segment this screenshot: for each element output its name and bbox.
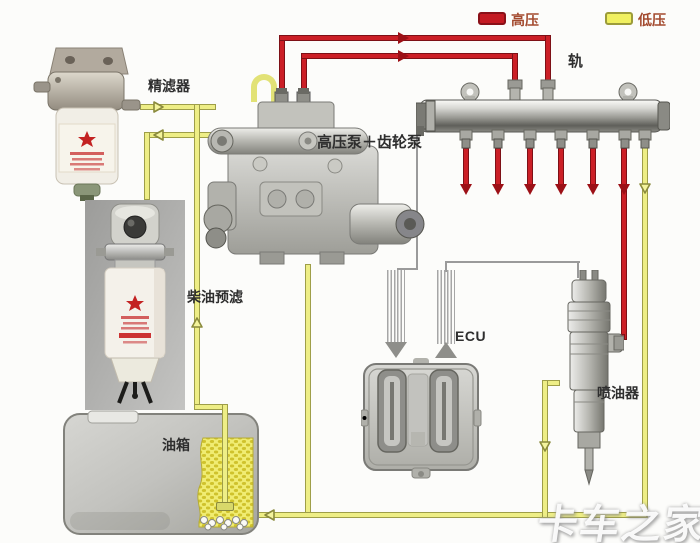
ecu-harness-left bbox=[387, 270, 405, 344]
flow-arrow-down-cyl6-icon bbox=[618, 184, 630, 195]
pipe-pump-overflow-return bbox=[305, 264, 311, 516]
flow-arrow-left-into-tank-icon bbox=[264, 509, 275, 521]
flow-arrow-down-injector-return-icon bbox=[539, 441, 551, 452]
wire-rail-sensor bbox=[416, 134, 418, 270]
wire-rail-sensor-jog bbox=[397, 268, 418, 270]
pipe-hp-2-horizontal bbox=[301, 53, 517, 59]
pipe-tank-pickup-tube bbox=[222, 404, 228, 504]
flow-arrow-down-cyl3-icon bbox=[524, 184, 536, 195]
fuel-tank-photo bbox=[63, 410, 259, 535]
flow-arrow-down-rail-return-icon bbox=[639, 183, 651, 194]
rail-photo bbox=[416, 79, 670, 149]
label-pre-filter: 柴油预滤 bbox=[187, 289, 243, 305]
flow-arrow-left-lowpressure-icon bbox=[153, 129, 164, 141]
label-pump: 高压泵＋齿轮泵 bbox=[317, 134, 423, 151]
flow-arrow-down-cyl4-icon bbox=[555, 184, 567, 195]
wire-injector-drop bbox=[577, 261, 579, 278]
pipe-pump-top-loop bbox=[251, 74, 277, 102]
injector-photo bbox=[567, 270, 624, 486]
label-fine-filter: 精滤器 bbox=[148, 78, 190, 94]
flow-arrow-down-cyl1-icon bbox=[460, 184, 472, 195]
legend-low-pressure-swatch bbox=[605, 12, 633, 25]
ecu-photo bbox=[361, 358, 482, 479]
fine-filter-photo bbox=[33, 47, 141, 201]
watermark: 卡车之家 bbox=[534, 503, 700, 543]
legend-high-pressure-swatch bbox=[478, 12, 506, 25]
wire-ecu-drop bbox=[445, 261, 447, 272]
pre-filter-photo bbox=[85, 200, 185, 410]
pipe-pump-return-to-prefilter bbox=[144, 132, 150, 200]
ecu-output-arrow-icon bbox=[435, 342, 457, 358]
legend-low-pressure-label: 低压 bbox=[638, 12, 666, 28]
pipe-hp-1-horizontal bbox=[279, 35, 549, 41]
ecu-harness-right bbox=[437, 270, 455, 344]
label-tank: 油箱 bbox=[162, 437, 190, 453]
label-ecu: ECU bbox=[455, 328, 487, 344]
flow-arrow-right-hp2-icon bbox=[398, 50, 409, 62]
flow-arrow-right-lowpressure-icon bbox=[153, 101, 164, 113]
flow-arrow-down-cyl5-icon bbox=[587, 184, 599, 195]
tank-pickup-strainer bbox=[216, 502, 234, 511]
flow-arrow-up-tank-riser-icon bbox=[191, 317, 203, 328]
ecu-input-arrow-icon bbox=[385, 342, 407, 358]
wire-injector-signal bbox=[445, 261, 580, 263]
flow-arrow-down-cyl2-icon bbox=[492, 184, 504, 195]
label-injector: 喷油器 bbox=[597, 385, 639, 401]
flow-arrow-right-hp1-icon bbox=[398, 32, 409, 44]
legend-high-pressure-label: 高压 bbox=[511, 12, 539, 28]
label-rail: 轨 bbox=[568, 53, 584, 70]
pump-photo bbox=[203, 88, 425, 265]
